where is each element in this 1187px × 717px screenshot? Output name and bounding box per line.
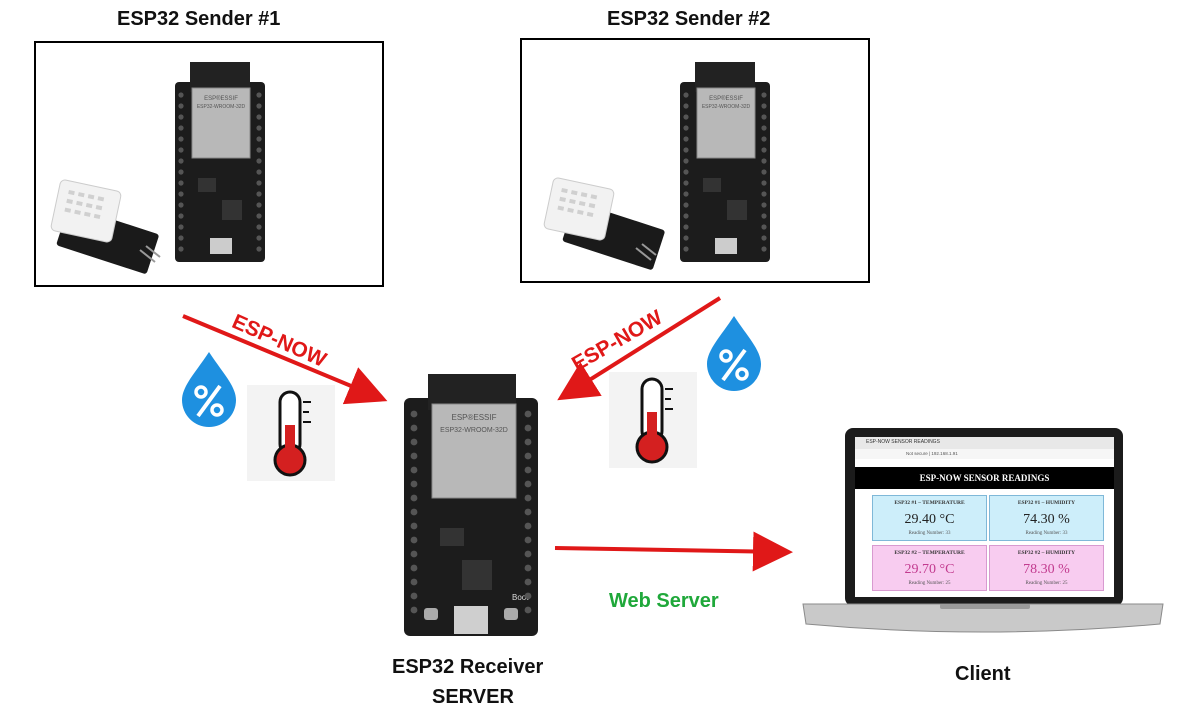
card-value: 29.70 °C	[904, 562, 955, 577]
card-reading: Reading Number: 25	[908, 581, 951, 586]
card-sender2-temperature: ESP32 #2 – TEMPERATURE 29.70 °C Reading …	[872, 545, 987, 591]
card-reading: Reading Number: 33	[908, 531, 951, 536]
browser-tab-title[interactable]: ESP-NOW SENSOR READINGS	[866, 439, 940, 445]
card-value: 74.30 %	[1023, 512, 1070, 527]
receiver-title-line1: ESP32 Receiver	[392, 656, 544, 678]
sender1-brand-text: ESP®ESSIF	[204, 95, 238, 102]
humidity-drop-icon	[707, 316, 761, 391]
receiver-title-line2: SERVER	[432, 686, 514, 708]
sender1-title: ESP32 Sender #1	[117, 8, 281, 30]
card-title: ESP32 #1 – HUMIDITY	[1017, 500, 1076, 506]
card-title: ESP32 #2 – TEMPERATURE	[894, 550, 965, 556]
page-heading: ESP-NOW SENSOR READINGS	[919, 473, 1050, 483]
card-sender1-humidity: ESP32 #1 – HUMIDITY 74.30 % Reading Numb…	[989, 495, 1104, 541]
sender2-esp32-board: ESP®ESSIF ESP32-WROOM-32D	[680, 62, 770, 262]
receiver-model-text: ESP32-WROOM-32D	[440, 427, 508, 434]
card-title: ESP32 #1 – TEMPERATURE	[894, 500, 965, 506]
card-sender2-humidity: ESP32 #2 – HUMIDITY 78.30 % Reading Numb…	[989, 545, 1104, 591]
humidity-drop-icon	[182, 352, 236, 427]
card-value: 78.30 %	[1023, 562, 1070, 577]
card-sender1-temperature: ESP32 #1 – TEMPERATURE 29.40 °C Reading …	[872, 495, 987, 541]
card-value: 29.40 °C	[904, 512, 955, 527]
sender2-brand-text: ESP®ESSIF	[709, 95, 743, 102]
thermometer-icon	[609, 372, 697, 468]
web-server-arrow	[554, 531, 793, 572]
sender1-dht-sensor	[50, 179, 161, 274]
receiver-brand-text: ESP®ESSIF	[451, 413, 496, 422]
card-title: ESP32 #2 – HUMIDITY	[1017, 550, 1076, 556]
receiver-esp32-board: ESP®ESSIF ESP32-WROOM-32D Boot	[404, 374, 538, 636]
client-title: Client	[955, 663, 1011, 685]
sender2-title: ESP32 Sender #2	[607, 8, 771, 30]
thermometer-icon	[247, 385, 335, 481]
sender1-esp32-board: ESP®ESSIF ESP32-WROOM-32D	[175, 62, 265, 262]
espnow-arrow-2	[557, 296, 722, 401]
card-reading: Reading Number: 25	[1025, 581, 1068, 586]
browser-address-bar[interactable]: Not secure | 192.168.1.91	[906, 451, 958, 456]
card-reading: Reading Number: 33	[1025, 531, 1068, 536]
sender2-model-text: ESP32-WROOM-32D	[702, 104, 751, 110]
receiver-boot-text: Boot	[512, 593, 529, 602]
espnow-arrow-1	[182, 314, 388, 405]
web-server-label: Web Server	[609, 590, 719, 612]
sender2-dht-sensor	[543, 177, 665, 270]
sender1-model-text: ESP32-WROOM-32D	[197, 104, 246, 110]
